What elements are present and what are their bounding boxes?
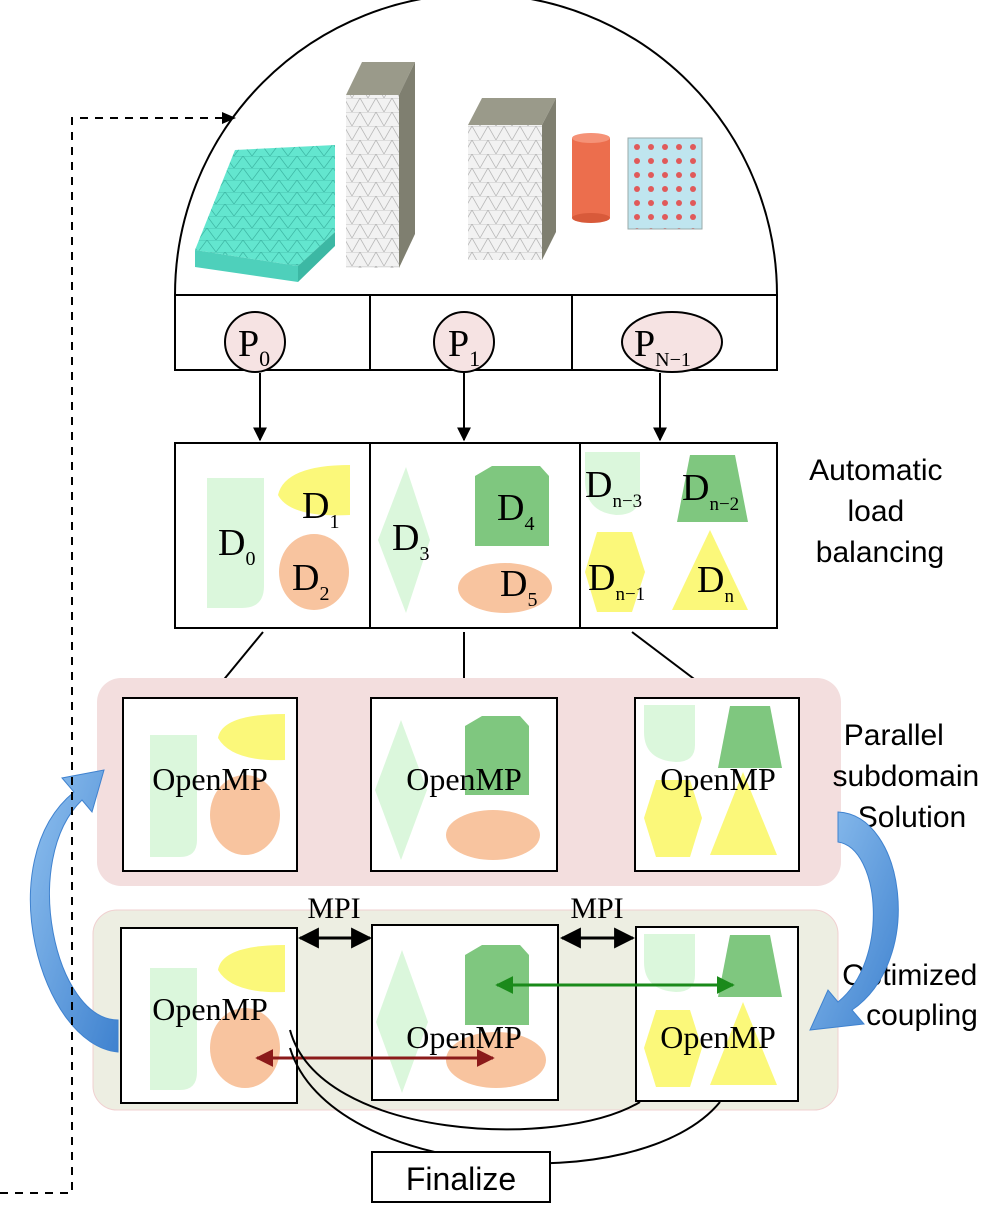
process-subscript: 1 bbox=[469, 346, 480, 371]
domain-shape-d0 bbox=[207, 478, 264, 608]
domain-shape-dn bbox=[672, 530, 748, 610]
patterned-plate-mesh bbox=[627, 137, 703, 230]
process-letter: P bbox=[448, 323, 469, 365]
domain-shape-d2 bbox=[279, 534, 349, 610]
dashed-feedback-loop bbox=[0, 112, 236, 1194]
openmp-label: OpenMP bbox=[406, 761, 522, 797]
openmp-label: OpenMP bbox=[660, 1019, 776, 1055]
right-curved-arrow bbox=[809, 811, 899, 1031]
domain-row: D0 D1 D2 D3 D4 D5 Dn−3 Dn−2 Dn−1 Dn bbox=[174, 442, 778, 629]
mpi-connector-right: MPI bbox=[559, 892, 636, 949]
process-to-domain-arrows bbox=[253, 373, 667, 442]
orange-cylinder-mesh bbox=[572, 133, 610, 223]
mpi-label: MPI bbox=[307, 892, 360, 925]
finalize-box: Finalize bbox=[371, 1151, 551, 1203]
openmp-box-coupling-1: OpenMP bbox=[120, 927, 298, 1104]
process-pn1: PN−1 bbox=[621, 311, 723, 373]
domain-shape-dn3 bbox=[585, 452, 640, 515]
mesh-model-dome bbox=[173, 0, 779, 296]
openmp-box-coupling-2: OpenMP bbox=[371, 924, 559, 1101]
domain-label-d2: D2 bbox=[292, 557, 329, 605]
openmp-box-parallel-2: OpenMP bbox=[370, 697, 558, 872]
parallel-solution-label: Parallel subdomain Solution bbox=[832, 719, 987, 834]
process-row: P0 P1 PN−1 bbox=[174, 294, 778, 373]
process-subscript: 0 bbox=[259, 346, 270, 371]
mpi-connector-left: MPI bbox=[297, 892, 373, 949]
openmp-label: OpenMP bbox=[660, 761, 776, 797]
coupling-panel: OpenMP OpenMP OpenMP bbox=[92, 909, 839, 1111]
domain-label-d3: D3 bbox=[392, 517, 429, 565]
load-balancing-label: Automatic load balancing bbox=[809, 454, 951, 569]
process-letter: P bbox=[238, 323, 259, 365]
domain-label-d0: D0 bbox=[218, 522, 255, 570]
process-subscript: N−1 bbox=[655, 349, 691, 371]
finalize-label: Finalize bbox=[406, 1161, 516, 1197]
process-p1: P1 bbox=[433, 311, 495, 373]
openmp-box-coupling-3: OpenMP bbox=[635, 926, 799, 1102]
openmp-box-parallel-3: OpenMP bbox=[634, 697, 800, 872]
openmp-box-parallel-1: OpenMP bbox=[122, 697, 298, 872]
teal-slab-mesh bbox=[195, 145, 335, 282]
domain-label-dn: Dn bbox=[697, 559, 734, 607]
process-letter: P bbox=[634, 323, 655, 365]
domain-label-d1: D1 bbox=[302, 485, 339, 533]
tall-block-mesh bbox=[346, 62, 415, 268]
svg-text:PN−1: PN−1 bbox=[634, 323, 691, 371]
mpi-label: MPI bbox=[570, 892, 623, 925]
domain-shape-d5 bbox=[458, 563, 552, 613]
process-p0: P0 bbox=[224, 311, 286, 373]
domain-label-dn1: Dn−1 bbox=[588, 557, 645, 605]
openmp-label: OpenMP bbox=[152, 991, 268, 1027]
domain-shape-d3 bbox=[378, 467, 430, 613]
domain-shape-dn1 bbox=[585, 532, 645, 612]
domain-label-d4: D4 bbox=[497, 487, 534, 535]
domain-shape-dn2 bbox=[677, 455, 748, 522]
domain-shape-d4 bbox=[475, 466, 549, 546]
parallel-subdomain-panel: OpenMP OpenMP OpenMP bbox=[97, 678, 841, 886]
domain-shape-d1 bbox=[278, 465, 350, 516]
domain-label-d5: D5 bbox=[500, 563, 537, 611]
left-curved-arrow bbox=[30, 769, 119, 1053]
domain-label-dn3: Dn−3 bbox=[585, 464, 642, 512]
openmp-label: OpenMP bbox=[152, 761, 268, 797]
svg-text:P0: P0 bbox=[238, 323, 270, 371]
openmp-label: OpenMP bbox=[406, 1019, 522, 1055]
domain-label-dn2: Dn−2 bbox=[682, 467, 739, 515]
medium-block-mesh bbox=[468, 98, 556, 260]
svg-text:P1: P1 bbox=[448, 323, 480, 371]
